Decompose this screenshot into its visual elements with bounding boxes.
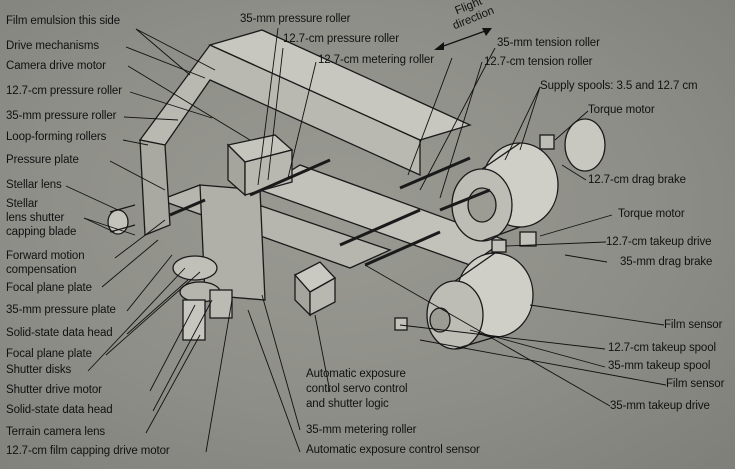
label-focal-plane-plate-2: Focal plane plate — [6, 348, 92, 360]
label-film-sensor-2: Film sensor — [666, 378, 725, 390]
label-shutter-drive-motor: Shutter drive motor — [6, 384, 102, 396]
label-film-emulsion: Film emulsion this side — [6, 15, 121, 27]
label-pressure-roller-127-top: 12.7-cm pressure roller — [283, 33, 399, 45]
label-takeup-drive-35: 35-mm takeup drive — [610, 400, 710, 412]
label-drive-mechanisms: Drive mechanisms — [6, 40, 99, 52]
label-fmc-line1: Forward motion — [6, 250, 85, 262]
label-stellar-lens-shutter-line3: capping blade — [6, 226, 77, 238]
label-pressure-plate: Pressure plate — [6, 154, 79, 166]
label-torque-motor-2: Torque motor — [618, 208, 685, 220]
label-aec-servo-line2: control servo control — [306, 383, 408, 395]
label-terrain-camera-lens: Terrain camera lens — [6, 426, 106, 438]
label-tension-roller-127: 12.7-cm tension roller — [484, 56, 593, 68]
label-metering-roller-35: 35-mm metering roller — [306, 424, 417, 436]
label-metering-roller-127: 12.7-cm metering roller — [318, 54, 434, 66]
label-pressure-roller-35-left: 35-mm pressure roller — [6, 110, 117, 122]
label-fmc-line2: compensation — [6, 264, 77, 276]
label-supply-spools: Supply spools: 3.5 and 12.7 cm — [540, 80, 698, 92]
label-film-capping-drive-motor: 12.7-cm film capping drive motor — [6, 445, 170, 457]
label-tension-roller-35: 35-mm tension roller — [497, 37, 600, 49]
mechanism-body — [107, 29, 606, 350]
label-torque-motor-1: Torque motor — [588, 104, 655, 116]
label-drag-brake-127: 12.7-cm drag brake — [588, 174, 686, 186]
label-focal-plane-plate-1: Focal plane plate — [6, 282, 92, 294]
label-loop-forming-rollers: Loop-forming rollers — [6, 131, 107, 143]
label-pressure-plate-35: 35-mm pressure plate — [6, 304, 116, 316]
label-camera-drive-motor: Camera drive motor — [6, 60, 106, 72]
label-solid-state-data-head-2: Solid-state data head — [6, 404, 113, 416]
label-stellar-lens: Stellar lens — [6, 179, 62, 191]
label-stellar-lens-shutter-line1: Stellar — [6, 198, 38, 210]
label-drag-brake-35: 35-mm drag brake — [620, 256, 713, 268]
label-takeup-spool-35: 35-mm takeup spool — [608, 360, 711, 372]
label-solid-state-data-head-1: Solid-state data head — [6, 327, 113, 339]
label-takeup-spool-127: 12.7-cm takeup spool — [608, 342, 716, 354]
label-film-sensor-1: Film sensor — [664, 319, 723, 331]
label-aec-sensor: Automatic exposure control sensor — [306, 444, 480, 456]
label-shutter-disks: Shutter disks — [6, 364, 72, 376]
label-takeup-drive-127: 12.7-cm takeup drive — [606, 236, 712, 248]
label-aec-servo-line1: Automatic exposure — [306, 368, 406, 380]
leader-lines — [65, 27, 667, 453]
label-pressure-roller-127-left: 12.7-cm pressure roller — [6, 85, 122, 97]
flight-direction-arrow-icon — [434, 28, 492, 50]
label-aec-servo-line3: and shutter logic — [306, 398, 389, 410]
label-pressure-roller-35-top: 35-mm pressure roller — [240, 13, 351, 25]
label-stellar-lens-shutter-line2: lens shutter — [6, 212, 65, 224]
